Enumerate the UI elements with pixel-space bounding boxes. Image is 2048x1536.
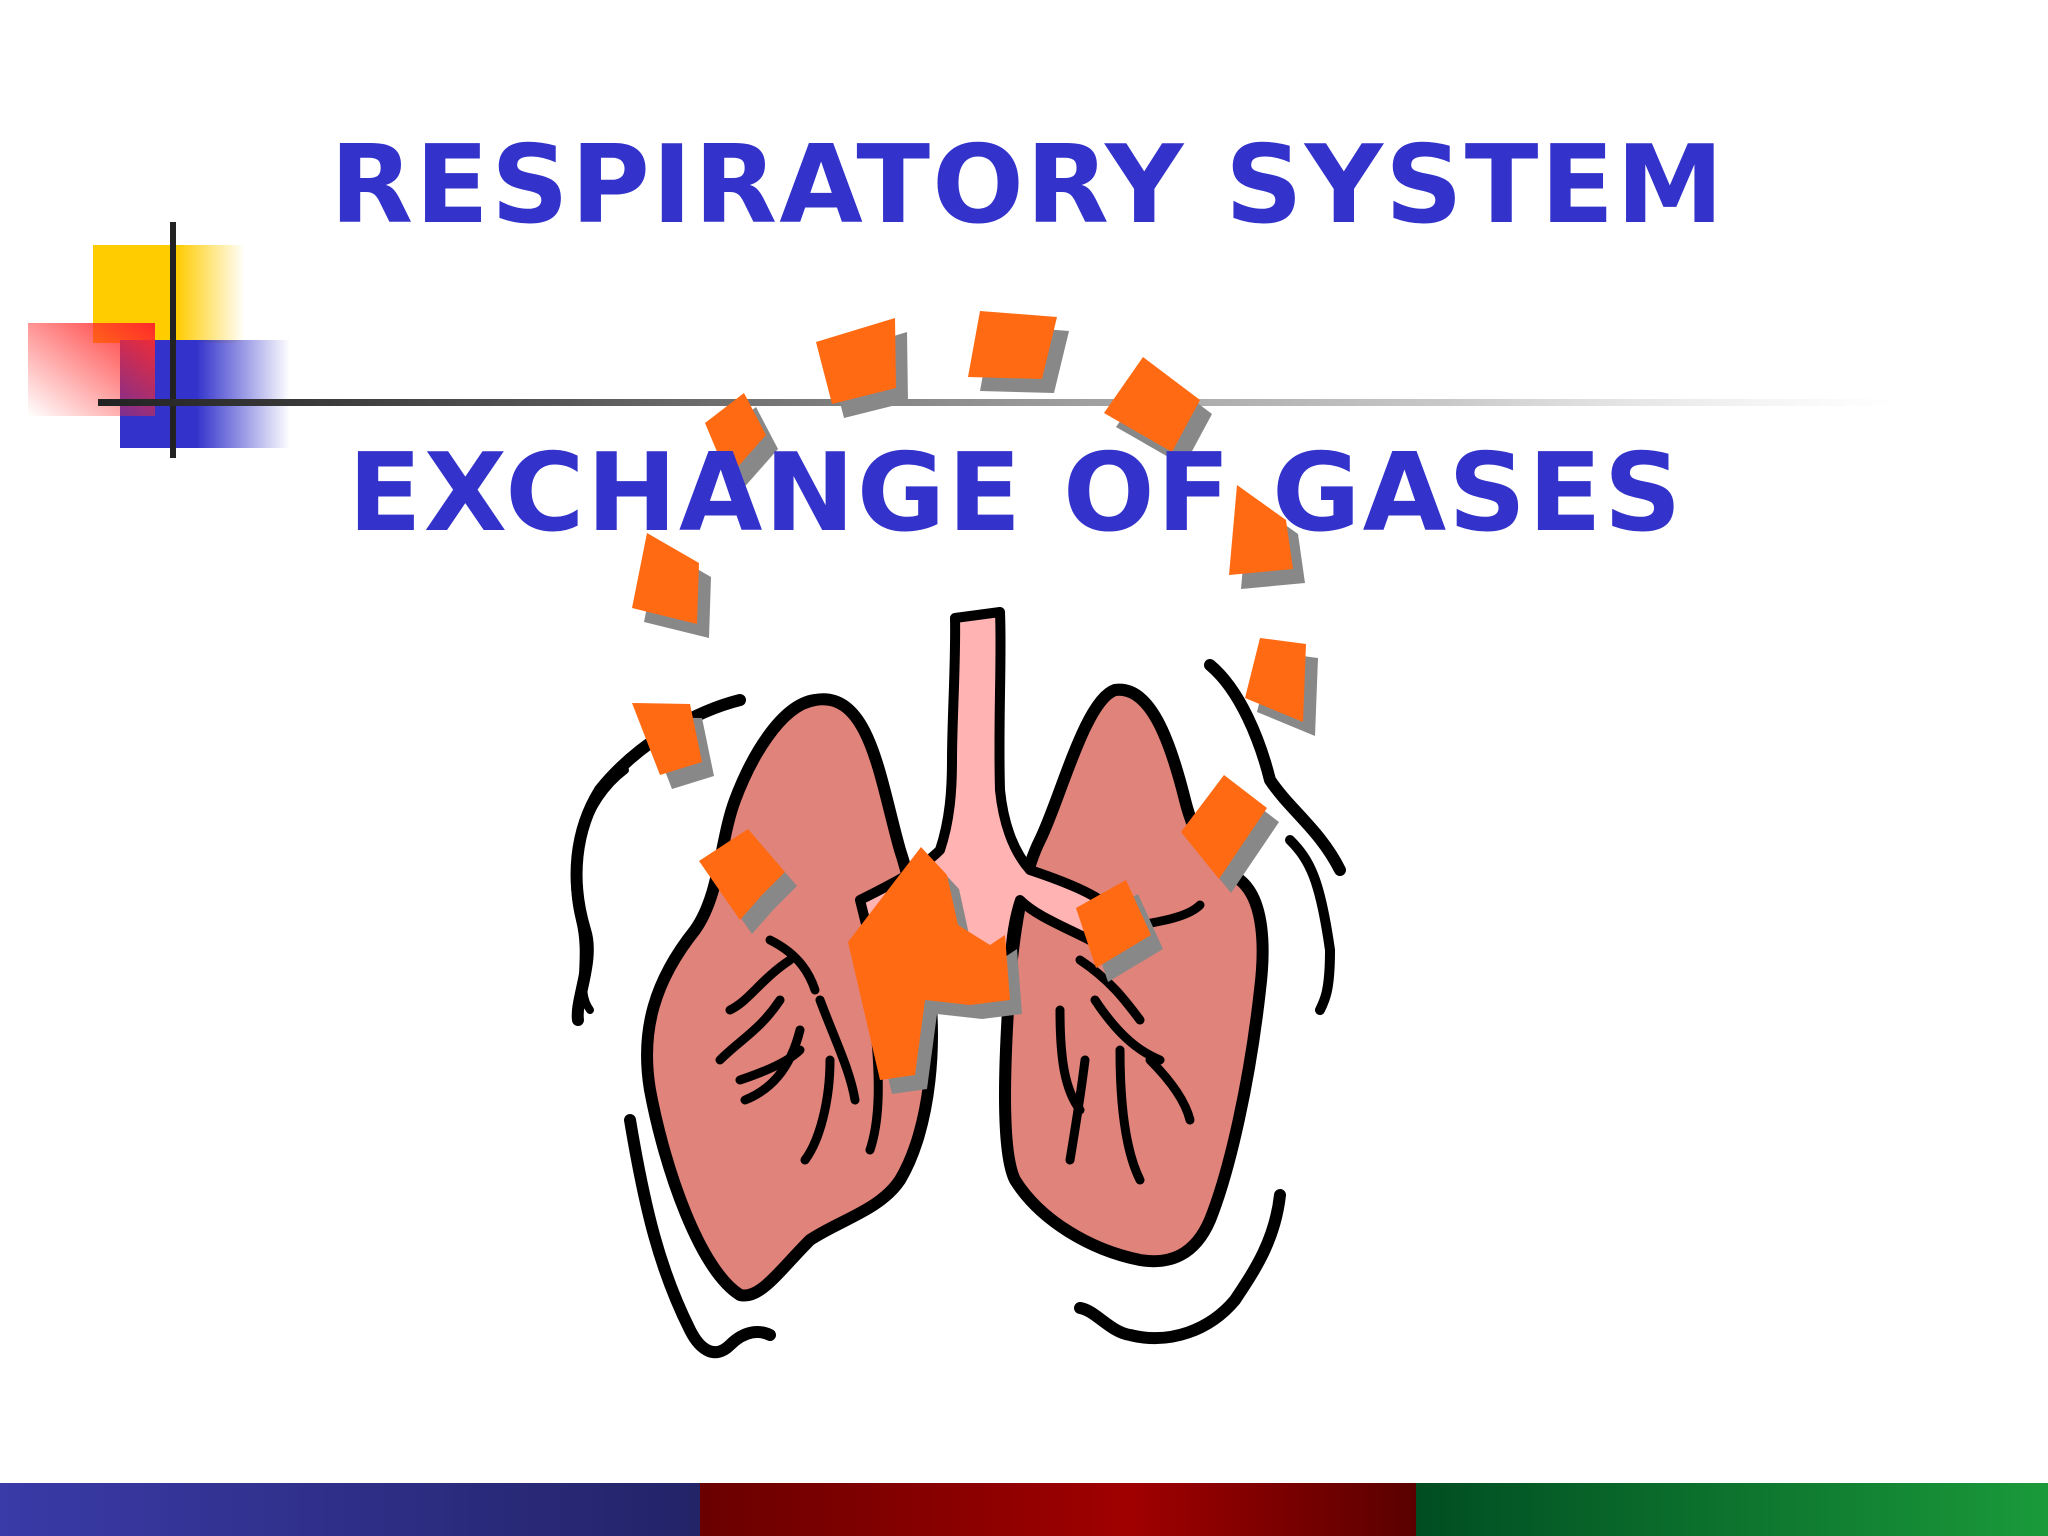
footer-segment-red [700, 1483, 1416, 1536]
footer-segment-green [1416, 1483, 2048, 1536]
slide-title: RESPIRATORY SYSTEM [330, 123, 1726, 248]
circular-arrow-icon [632, 311, 1318, 1094]
arrow-dash [1245, 638, 1306, 722]
corner-accent [28, 222, 1898, 458]
arrow-dash [632, 703, 702, 775]
arrow-dash [705, 393, 766, 478]
lungs-icon [570, 607, 1346, 1359]
arrow-dash [1229, 485, 1293, 575]
arrow-head [848, 847, 1010, 1080]
slide-subtitle: EXCHANGE OF GASES [348, 431, 1684, 556]
footer-color-bar [0, 1483, 2048, 1536]
arrow-dash [1181, 775, 1267, 879]
accent-horizontal-line [98, 399, 1898, 406]
arrow-dash [1076, 880, 1151, 968]
arrow-dash [632, 533, 699, 624]
footer-segment-blue [0, 1483, 700, 1536]
arrow-dash [699, 829, 785, 920]
arrow-dash [1104, 357, 1200, 452]
arrow-dash [968, 311, 1057, 379]
accent-vertical-line [170, 222, 176, 458]
arrow-dash [816, 318, 896, 404]
